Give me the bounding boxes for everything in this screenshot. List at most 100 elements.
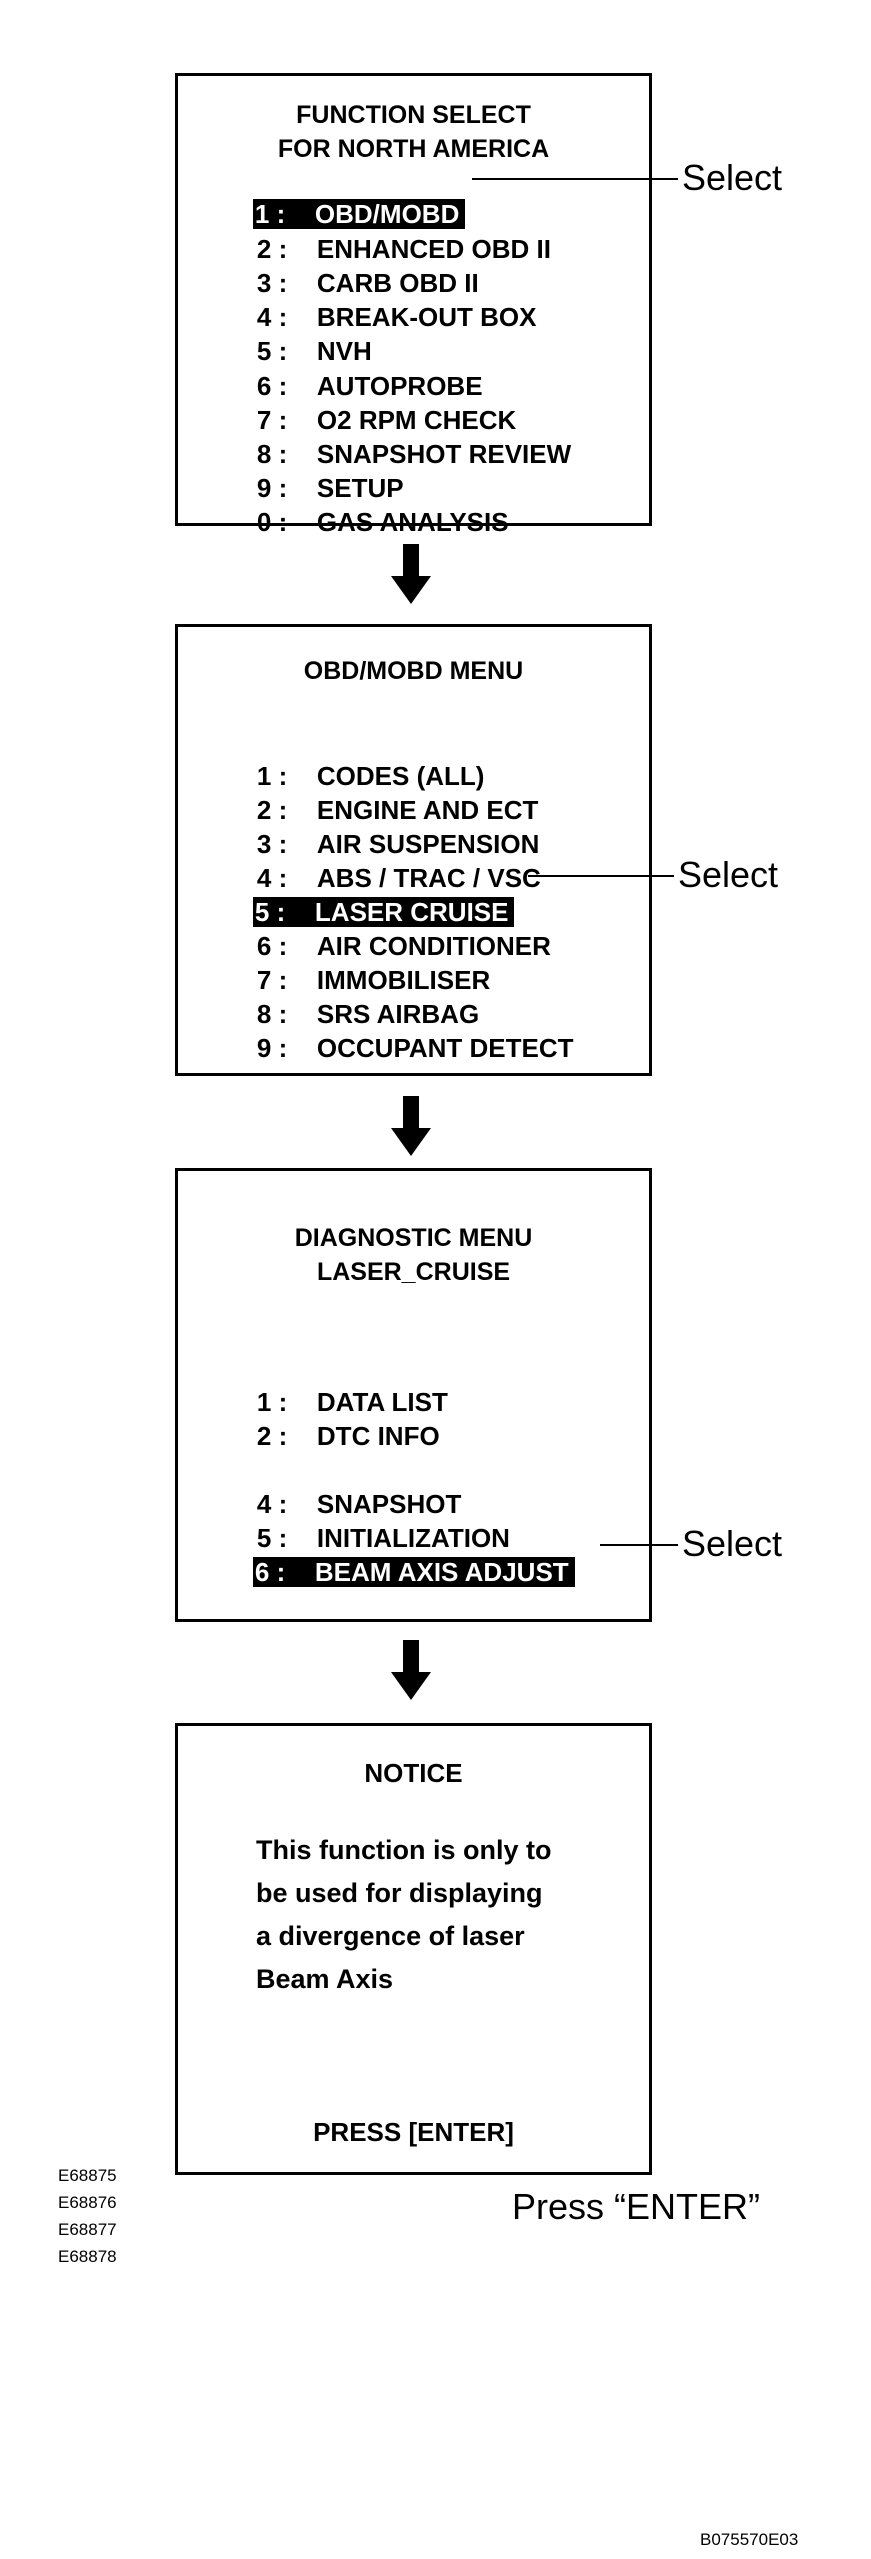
menu-item-air-conditioner[interactable]: 6 : AIR CONDITIONER	[228, 895, 551, 997]
menu-item-label: AIR CONDITIONER	[316, 931, 551, 961]
menu-item-label: AIR SUSPENSION	[316, 829, 540, 859]
screen-title-line-2: LASER_CRUISE	[316, 1258, 511, 1286]
notice-screen: NOTICE This function is only to be used …	[175, 1723, 652, 2175]
menu-item-laser-cruise[interactable]: 5 : LASER CRUISE	[228, 861, 515, 963]
menu-item-label: BREAK-OUT BOX	[316, 302, 537, 332]
menu-item-number: 3 :	[256, 268, 288, 298]
menu-item-number: 5 :	[256, 336, 288, 366]
menu-item-label: BEAM AXIS ADJUST	[314, 1557, 569, 1587]
notice-line-2: be used for displaying	[256, 1878, 543, 1908]
menu-item-codes-all[interactable]: 1 : CODES (ALL)	[228, 725, 485, 827]
screen-title: OBD/MOBD MENU	[303, 657, 524, 685]
menu-item-snapshot-review[interactable]: 8 : SNAPSHOT REVIEW	[228, 403, 571, 505]
menu-item-enhanced-obd-ii[interactable]: 2 : ENHANCED OBD II	[228, 198, 551, 300]
select-callout-line	[472, 178, 678, 180]
menu-item-label: OCCUPANT DETECT	[316, 1033, 574, 1063]
select-callout-line	[528, 875, 674, 877]
menu-item-label: CODES (ALL)	[316, 761, 485, 791]
menu-item-label: SNAPSHOT	[316, 1489, 462, 1519]
press-enter-callout: Press “ENTER”	[512, 2186, 761, 2227]
select-callout-line	[600, 1544, 678, 1546]
menu-item-label: DATA LIST	[316, 1387, 448, 1417]
menu-item-number: 2 :	[256, 1421, 288, 1451]
menu-item-beam-axis-adjust[interactable]: 6 : BEAM AXIS ADJUST	[228, 1521, 575, 1623]
menu-item-number: 0 :	[256, 507, 288, 537]
menu-item-number: 1 :	[256, 1387, 288, 1417]
screen-title-line-2: FOR NORTH AMERICA	[277, 135, 550, 163]
press-enter-prompt[interactable]: PRESS [ENTER]	[313, 2117, 514, 2147]
menu-item-number: 7 :	[256, 965, 288, 995]
menu-item-number: 9 :	[256, 1033, 288, 1063]
menu-item-abs-trac-vsc[interactable]: 4 : ABS / TRAC / VSC	[228, 827, 541, 929]
menu-item-carb-obd-ii[interactable]: 3 : CARB OBD II	[228, 232, 479, 334]
menu-item-label: O2 RPM CHECK	[316, 405, 517, 435]
menu-item-label: ENHANCED OBD II	[316, 234, 551, 264]
image-code: E68876	[58, 2193, 117, 2212]
menu-item-label: DTC INFO	[316, 1421, 440, 1451]
notice-line-4: Beam Axis	[256, 1964, 394, 1994]
notice-line-3: a divergence of laser	[256, 1921, 525, 1951]
menu-item-snapshot[interactable]: 4 : SNAPSHOT	[228, 1453, 461, 1555]
image-code: E68877	[58, 2220, 117, 2239]
menu-item-number: 6 :	[256, 931, 288, 961]
obd-mobd-menu-screen: OBD/MOBD MENU 1 : CODES (ALL) 2 : ENGINE A…	[175, 624, 652, 1076]
function-select-screen: FUNCTION SELECT FOR NORTH AMERICA 1 : OBD…	[175, 73, 652, 537]
menu-item-number: 2 :	[256, 234, 288, 264]
menu-item-obd-mobd[interactable]: 1 : OBD/MOBD	[228, 163, 466, 265]
menu-item-number: 9 :	[256, 473, 288, 503]
menu-item-air-suspension[interactable]: 3 : AIR SUSPENSION	[228, 793, 540, 895]
select-callout-label: Select	[682, 157, 783, 198]
menu-item-number: 4 :	[256, 1489, 288, 1519]
menu-item-number: 4 :	[256, 302, 288, 332]
menu-item-dtc-info[interactable]: 2 : DTC INFO	[228, 1385, 440, 1487]
menu-item-label: SETUP	[316, 473, 404, 503]
menu-item-setup[interactable]: 9 : SETUP	[228, 437, 404, 539]
screen-title-line-1: FUNCTION SELECT	[296, 101, 531, 129]
menu-item-break-out-box[interactable]: 4 : BREAK-OUT BOX	[228, 266, 537, 368]
arrow-down-icon	[391, 1640, 431, 1700]
arrow-down-icon	[391, 1096, 431, 1156]
menu-item-label: LASER CRUISE	[314, 897, 509, 927]
menu-item-number: 1 :	[254, 199, 286, 229]
menu-item-label: OBD/MOBD	[314, 199, 460, 229]
menu-item-number: 5 :	[254, 897, 286, 927]
menu-item-label: NVH	[316, 336, 372, 366]
menu-item-number: 8 :	[256, 999, 288, 1029]
menu-item-initialization[interactable]: 5 :INITIALIZATION	[228, 1487, 510, 1589]
screen-title-line-1: DIAGNOSTIC MENU	[294, 1224, 533, 1252]
menu-item-number: 2 :	[256, 795, 288, 825]
menu-item-data-list[interactable]: 1 : DATA LIST	[228, 1351, 448, 1453]
menu-item-srs-airbag[interactable]: 8 : SRS AIRBAG	[228, 963, 479, 1065]
image-code: E68878	[58, 2247, 117, 2266]
menu-item-number: 7 :	[256, 405, 288, 435]
notice-line-1: This function is only to	[256, 1835, 552, 1865]
menu-item-label: ENGINE AND ECT	[316, 795, 539, 825]
menu-item-nvh[interactable]: 5 : NVH	[228, 300, 372, 402]
menu-item-gas-analysis[interactable]: 0 : GAS ANALYSIS	[228, 471, 509, 573]
menu-item-number: 6 :	[254, 1557, 286, 1587]
menu-item-number: 5 :	[256, 1523, 288, 1553]
menu-item-immobiliser[interactable]: 7 :IMMOBILISER	[228, 929, 490, 1031]
menu-item-occupant-detect[interactable]: 9 : OCCUPANT DETECT	[228, 997, 574, 1099]
menu-item-label: ABS / TRAC / VSC	[316, 863, 541, 893]
image-code: E68875	[58, 2166, 117, 2185]
menu-item-label: GAS ANALYSIS	[316, 507, 509, 537]
menu-item-number: 3 :	[256, 829, 288, 859]
image-code-list: E68875 E68876 E68877 E68878	[58, 2162, 117, 2270]
diagnostic-menu-screen: DIAGNOSTIC MENU LASER_CRUISE 1 : DATA LIS…	[175, 1168, 652, 1622]
menu-item-number: 1 :	[256, 761, 288, 791]
arrow-down-icon	[391, 544, 431, 604]
figure-reference: B075570E03	[700, 2530, 799, 2549]
menu-item-number: 8 :	[256, 439, 288, 469]
menu-item-number: 6 :	[256, 371, 288, 401]
menu-item-label: CARB OBD II	[316, 268, 479, 298]
menu-item-label: SRS AIRBAG	[316, 999, 480, 1029]
select-callout-label: Select	[678, 854, 779, 895]
menu-item-engine-and-ect[interactable]: 2 : ENGINE AND ECT	[228, 759, 539, 861]
menu-item-label: AUTOPROBE	[316, 371, 483, 401]
menu-item-number: 4 :	[256, 863, 288, 893]
menu-item-autoprobe[interactable]: 6 : AUTOPROBE	[228, 335, 483, 437]
menu-item-o2-rpm-check[interactable]: 7 : O2 RPM CHECK	[228, 369, 516, 471]
menu-item-label: SNAPSHOT REVIEW	[316, 439, 572, 469]
notice-title: NOTICE	[364, 1758, 463, 1788]
